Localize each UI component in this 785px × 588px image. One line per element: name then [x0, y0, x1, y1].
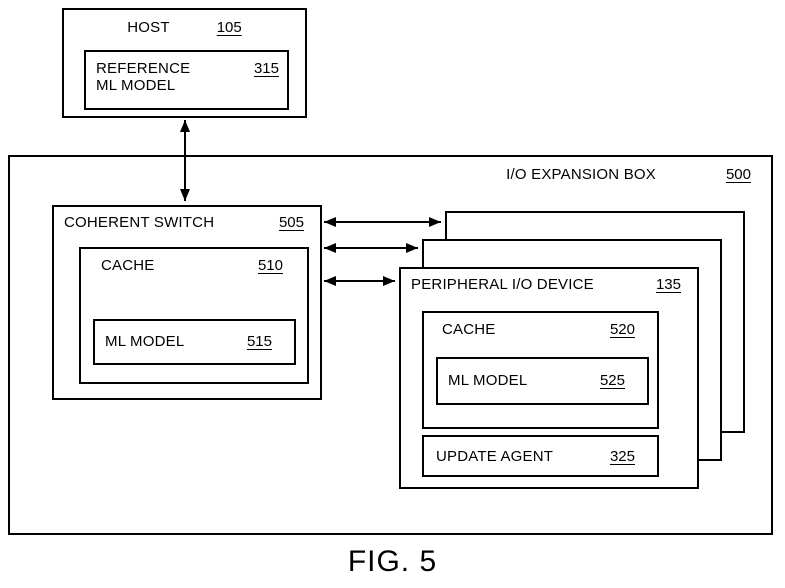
io-expansion-box-header: I/O EXPANSION BOX 500: [506, 166, 751, 183]
switch-cache-header: CACHE 510: [81, 249, 307, 274]
io-expansion-box-label: I/O EXPANSION BOX: [506, 166, 656, 183]
peripheral-io-device-label: PERIPHERAL I/O DEVICE: [411, 276, 594, 293]
switch-ml-model-box: ML MODEL 515: [93, 319, 296, 365]
reference-ml-model-label: REFERENCE ML MODEL: [96, 60, 191, 94]
peripheral-cache-box: CACHE 520 ML MODEL 525: [422, 311, 659, 429]
peripheral-ml-model-header: ML MODEL 525: [438, 359, 647, 389]
reference-ml-model-ref: 315: [253, 60, 279, 77]
reference-ml-model-header: REFERENCE ML MODEL 315: [86, 52, 287, 94]
host-label: HOST: [127, 19, 170, 36]
io-expansion-box: I/O EXPANSION BOX 500 COHERENT SWITCH 50…: [8, 155, 773, 535]
peripheral-cache-ref: 520: [609, 321, 635, 338]
coherent-switch-ref: 505: [278, 214, 304, 231]
coherent-switch-header: COHERENT SWITCH 505: [54, 207, 320, 231]
host-box: HOST 105 REFERENCE ML MODEL 315: [62, 8, 307, 118]
switch-ml-model-ref: 515: [246, 333, 272, 350]
coherent-switch-box: COHERENT SWITCH 505 CACHE 510 ML MODEL 5…: [52, 205, 322, 400]
peripheral-cache-header: CACHE 520: [424, 313, 657, 338]
peripheral-io-device-ref: 135: [655, 276, 681, 293]
update-agent-ref: 325: [609, 448, 635, 465]
peripheral-io-device-box: PERIPHERAL I/O DEVICE 135 CACHE 520 ML M…: [399, 267, 699, 489]
switch-ml-model-label: ML MODEL: [105, 333, 185, 350]
switch-cache-label: CACHE: [101, 257, 155, 274]
switch-cache-ref: 510: [257, 257, 283, 274]
figure-caption: FIG. 5: [347, 545, 438, 578]
switch-cache-box: CACHE 510 ML MODEL 515: [79, 247, 309, 384]
update-agent-box: UPDATE AGENT 325: [422, 435, 659, 477]
host-header: HOST 105: [64, 10, 305, 36]
peripheral-ml-model-ref: 525: [599, 372, 625, 389]
update-agent-header: UPDATE AGENT 325: [424, 437, 657, 465]
coherent-switch-label: COHERENT SWITCH: [64, 214, 215, 231]
io-expansion-box-ref: 500: [725, 166, 751, 183]
switch-ml-model-header: ML MODEL 515: [95, 321, 294, 350]
host-ref: 105: [216, 19, 242, 36]
update-agent-label: UPDATE AGENT: [436, 448, 554, 465]
peripheral-cache-label: CACHE: [442, 321, 496, 338]
peripheral-ml-model-box: ML MODEL 525: [436, 357, 649, 405]
peripheral-ml-model-label: ML MODEL: [448, 372, 528, 389]
reference-ml-model-box: REFERENCE ML MODEL 315: [84, 50, 289, 110]
peripheral-io-device-header: PERIPHERAL I/O DEVICE 135: [401, 269, 697, 293]
